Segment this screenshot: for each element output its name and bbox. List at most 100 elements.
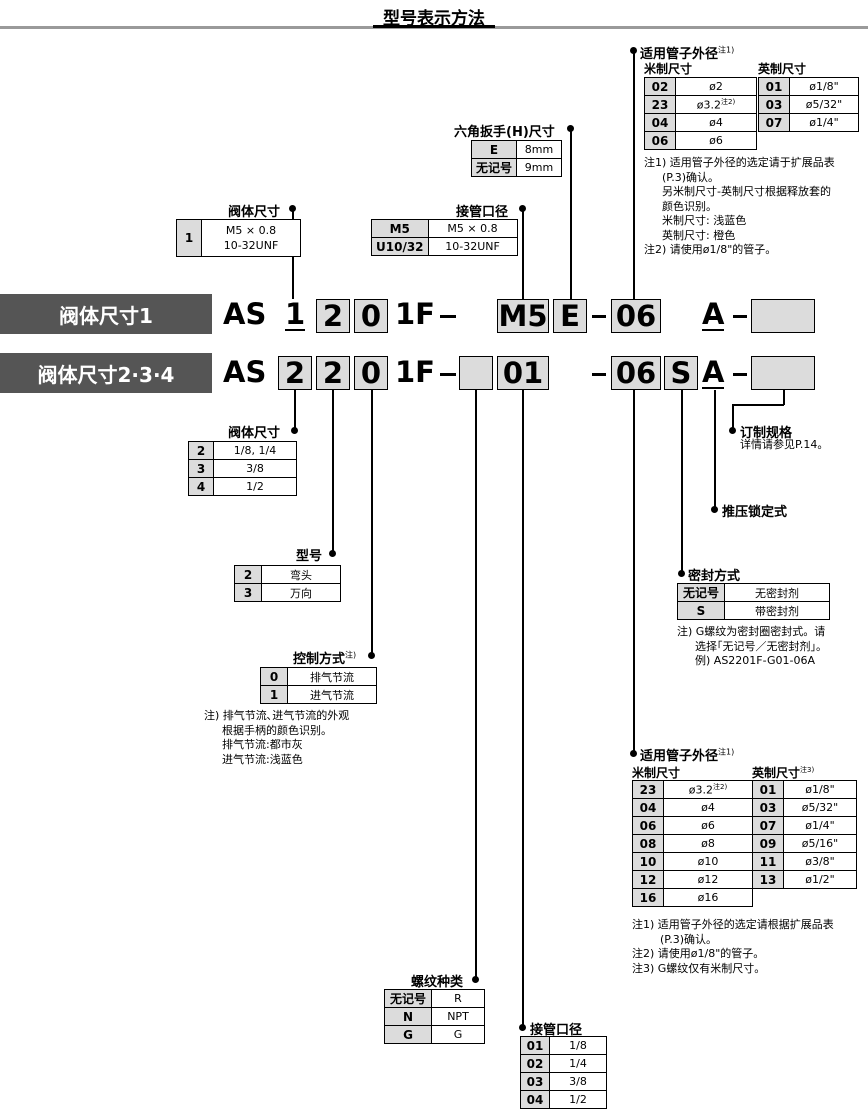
row1-custom-box <box>751 299 815 333</box>
page-title: 型号表示方法 <box>383 9 485 29</box>
hex-title: 六角扳手(H)尺寸 <box>454 125 555 140</box>
row2-dash3 <box>733 373 747 376</box>
row2-dash2 <box>592 373 606 376</box>
thread-title: 螺纹种类 <box>411 975 464 990</box>
control-title: 控制方式注) <box>293 650 357 667</box>
tube2-leader <box>633 390 635 754</box>
thread-leader <box>475 390 477 981</box>
tube2-metric-label: 米制尺寸 <box>632 766 681 780</box>
row2-custom-box <box>751 356 815 390</box>
row2-s: S <box>664 356 698 390</box>
thread-dot <box>472 976 479 983</box>
row2-port: 01 <box>497 356 549 390</box>
port2-dot <box>519 1024 526 1031</box>
row2-digit3: 0 <box>354 356 388 390</box>
row2-a: A <box>702 355 725 389</box>
row1-dash2 <box>592 315 606 318</box>
tube1-dot <box>630 47 637 54</box>
model-leader <box>332 390 334 553</box>
control-leader <box>371 390 373 656</box>
tube1-inch-label: 英制尺寸 <box>758 62 807 76</box>
custom-leader-c <box>732 404 734 431</box>
row2-thread-box <box>459 356 493 390</box>
row1-digit1: 1 <box>285 297 306 331</box>
row2-label: 阀体尺寸2·3·4 <box>0 353 212 393</box>
row2-1f: 1F <box>395 355 435 389</box>
body2-title: 阀体尺寸 <box>228 426 281 441</box>
row1-digit2: 2 <box>316 299 350 333</box>
row2-dash1 <box>440 373 456 376</box>
tube2-dot <box>630 750 637 757</box>
seal-notes: 注) G螺纹为密封圈密封式。请 选择｢无记号／无密封剂｣。 例) AS2201F… <box>677 625 827 667</box>
body2-dot <box>291 427 298 434</box>
row1-as: AS <box>223 297 267 331</box>
port1-dot <box>519 205 526 212</box>
seal-dot <box>678 570 685 577</box>
seal-title: 密封方式 <box>688 569 741 584</box>
custom-leader-b <box>732 404 784 406</box>
body1-title: 阀体尺寸 <box>228 205 281 220</box>
title-underline <box>373 25 495 28</box>
port2-leader <box>522 390 524 1029</box>
hex-dot <box>567 125 574 132</box>
row1-tube: 06 <box>611 299 661 333</box>
model-dot <box>329 550 336 557</box>
table-row: 无记号无密封剂 <box>677 583 830 602</box>
body1-dot <box>289 205 296 212</box>
row2-digit2: 2 <box>316 356 350 390</box>
row1-dash1 <box>440 315 456 318</box>
row1-hex: E <box>553 299 587 333</box>
tube2-title: 适用管子外径注1) <box>640 747 735 764</box>
model-title: 型号 <box>296 549 323 564</box>
port2-title: 接管口径 <box>530 1023 583 1038</box>
push-title: 推压锁定式 <box>722 505 788 520</box>
push-dot <box>711 506 718 513</box>
row2-tube: 06 <box>611 356 661 390</box>
row1-1f: 1F <box>395 297 435 331</box>
custom-sub: 详情请参见P.14。 <box>740 438 829 451</box>
custom-dot <box>729 427 736 434</box>
tube1-leader <box>633 51 635 299</box>
